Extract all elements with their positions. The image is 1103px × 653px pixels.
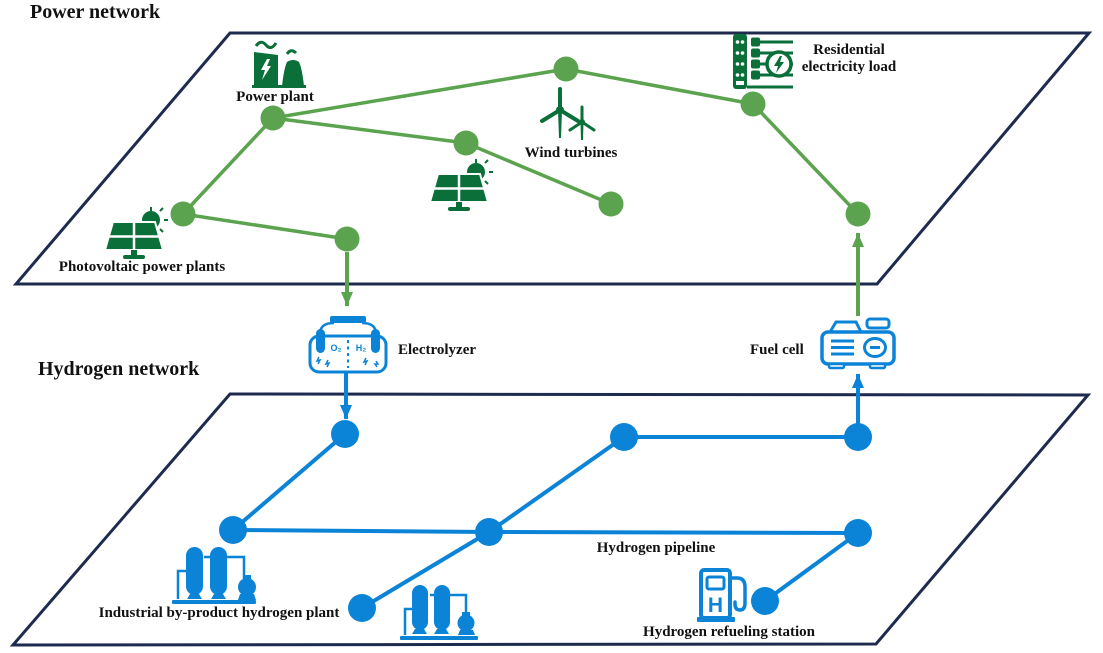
power-node-pv xyxy=(170,201,196,227)
electrolyzer-icon: O₂ H₂ xyxy=(308,316,388,374)
hydrogen-edge-west-center xyxy=(232,528,490,534)
electrolyzer-label: Electrolyzer xyxy=(398,342,477,358)
fuel-cell-icon xyxy=(820,317,896,370)
hydrogen-edge-center-mid_top xyxy=(487,435,626,534)
wind-turbines-label: Wind turbines xyxy=(524,145,618,161)
power-edge-plant-wind xyxy=(272,116,467,145)
network-edges xyxy=(181,67,860,610)
power-network-plane xyxy=(12,31,1093,286)
electrolyzer-h2-label: H₂ xyxy=(356,343,367,353)
hydrogen-refueling-station-icon: H xyxy=(697,568,747,622)
power-edge-north-residential xyxy=(565,67,754,106)
power-node-residential xyxy=(740,91,766,117)
industrial-plant-label: Industrial by-product hydrogen plant xyxy=(98,605,340,621)
hydrogen-edge-south-center xyxy=(360,530,491,610)
hydrogen-node-west xyxy=(219,516,247,544)
hydrogen-node-center xyxy=(475,518,503,546)
power-node-wind xyxy=(453,130,479,156)
power-node-east xyxy=(598,191,624,217)
hydrogen-node-refueling xyxy=(751,587,779,615)
residential-load-icon xyxy=(733,34,793,89)
hydrogen-network-title: Hydrogen network xyxy=(38,358,200,380)
power-edge-pv-plant xyxy=(181,116,275,216)
residential-load-label: Residential electricity load xyxy=(801,42,897,76)
hydrogen-edge-center-east xyxy=(488,530,859,535)
hydrogen-edge-electrolyzer_out-west xyxy=(231,432,347,532)
wind-turbines-icon xyxy=(540,87,596,140)
refueling-h-label: H xyxy=(708,594,723,617)
photovoltaic-icon xyxy=(103,207,168,259)
power-node-plant xyxy=(260,105,286,131)
power-edge-plant-north xyxy=(272,67,567,120)
power-node-electrolyzer_tap xyxy=(334,226,360,252)
power-edge-residential-fuelcell_tap xyxy=(751,102,860,216)
refueling-station-label: Hydrogen refueling station xyxy=(643,624,815,640)
hydrogen-node-electrolyzer_out xyxy=(331,420,359,448)
photovoltaic-label: Photovoltaic power plants xyxy=(58,259,226,275)
electrolyzer-o2-label: O₂ xyxy=(331,343,342,353)
hydrogen-edge-east-refueling xyxy=(763,531,860,603)
fuel-cell-label: Fuel cell xyxy=(750,342,804,358)
power-plant-icon xyxy=(252,40,306,88)
hydrogen-network-plane xyxy=(9,392,1092,647)
industrial-hydrogen-plant-icon xyxy=(172,547,256,604)
power-edge-wind-east xyxy=(465,141,612,206)
photovoltaic-icon xyxy=(428,159,493,211)
hydrogen-node-mid_top xyxy=(610,423,638,451)
network-planes xyxy=(9,31,1093,647)
power-network-title: Power network xyxy=(30,1,161,23)
industrial-hydrogen-plant-icon xyxy=(400,585,478,640)
network-nodes xyxy=(170,56,872,622)
power-node-north xyxy=(553,56,579,82)
hydrogen-pipeline-label: Hydrogen pipeline xyxy=(596,540,716,556)
power-node-fuelcell_tap xyxy=(845,201,871,227)
power-plant-label: Power plant xyxy=(236,89,314,105)
hydrogen-node-fuelcell_in xyxy=(844,423,872,451)
hydrogen-node-east xyxy=(844,519,872,547)
hydrogen-node-south xyxy=(348,594,376,622)
coupling-arrows xyxy=(340,233,864,433)
power-edge-pv-electrolyzer_tap xyxy=(182,212,348,241)
